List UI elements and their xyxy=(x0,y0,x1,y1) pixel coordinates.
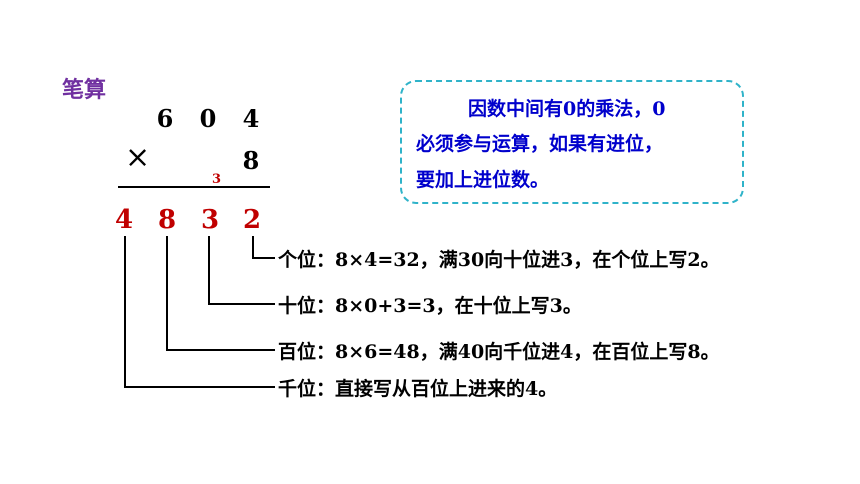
result-thousands-digit: 4 xyxy=(114,205,134,235)
multiplicand-tens-digit: 0 xyxy=(199,104,217,133)
note-line-3: 要加上进位数。 xyxy=(416,169,550,191)
multiplier-digit: 8 xyxy=(242,146,260,175)
calculation-line xyxy=(118,186,270,188)
step-ones: 个位：8×4=32，满30向十位进3，在个位上写2。 xyxy=(278,249,720,271)
connector-tens-horizontal xyxy=(208,303,275,305)
connector-thousands-horizontal xyxy=(124,386,275,388)
multiplicand-ones-digit: 4 xyxy=(242,104,260,133)
result-ones-digit: 2 xyxy=(242,205,262,235)
multiply-sign: × xyxy=(125,140,151,175)
note-line-1: 因数中间有0的乘法，0 xyxy=(468,98,666,120)
section-title: 笔算 xyxy=(62,77,107,103)
connector-ones-vertical xyxy=(252,236,254,258)
carry-digit: 3 xyxy=(212,172,222,187)
connector-thousands-vertical xyxy=(124,236,126,387)
step-thousands: 千位：直接写从百位上进来的4。 xyxy=(278,378,558,400)
result-tens-digit: 3 xyxy=(200,205,220,235)
step-tens: 十位：8×0+3=3，在十位上写3。 xyxy=(278,295,582,317)
connector-hundreds-vertical xyxy=(166,236,168,350)
result-hundreds-digit: 8 xyxy=(157,205,177,235)
connector-hundreds-horizontal xyxy=(166,349,275,351)
multiplicand-hundreds-digit: 6 xyxy=(156,104,174,133)
note-line-2: 必须参与运算，如果有进位， xyxy=(416,133,664,155)
note-box: 因数中间有0的乘法，0 必须参与运算，如果有进位， 要加上进位数。 xyxy=(400,80,744,204)
step-hundreds: 百位：8×6=48，满40向千位进4，在百位上写8。 xyxy=(278,341,720,363)
connector-tens-vertical xyxy=(208,236,210,304)
connector-ones-horizontal xyxy=(252,257,275,259)
